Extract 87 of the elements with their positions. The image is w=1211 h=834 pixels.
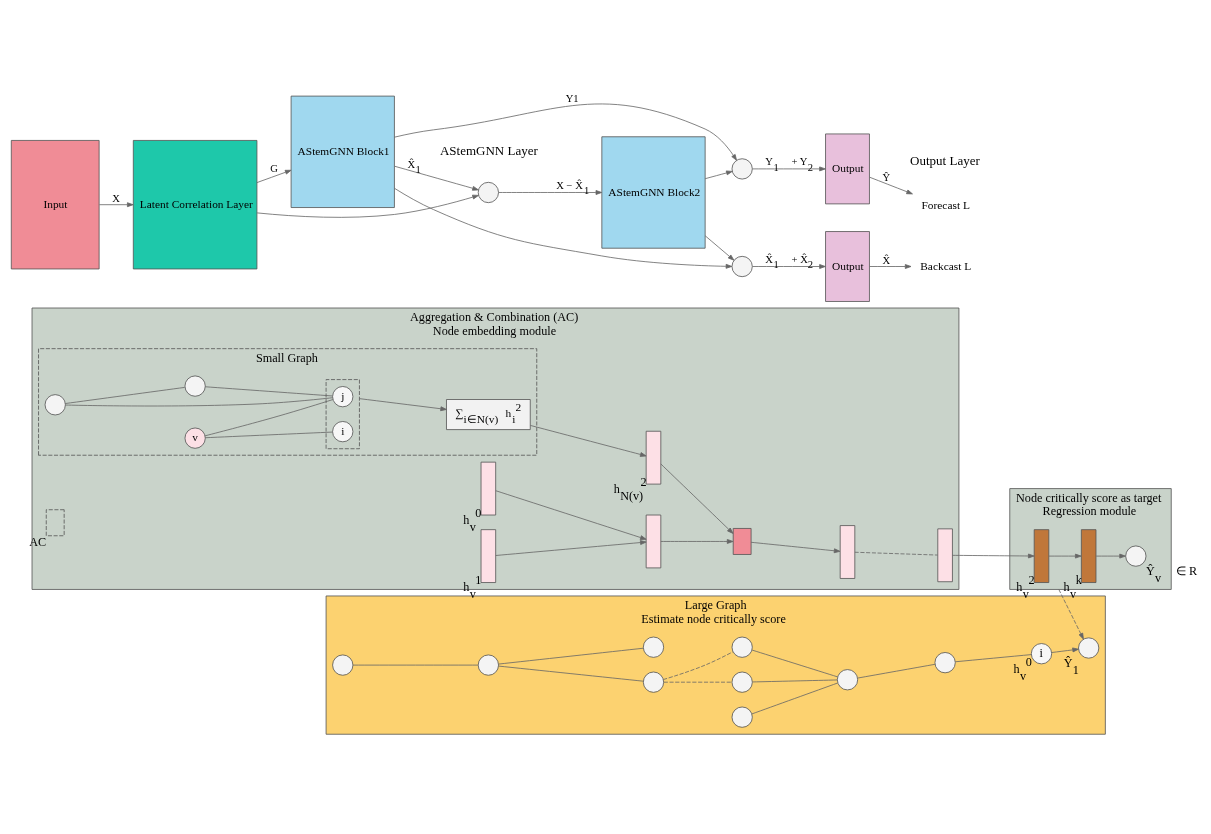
- arrow: [1051, 647, 1079, 653]
- node-bar: [937, 528, 953, 583]
- connector: [204, 399, 334, 437]
- node-circle: [836, 669, 859, 691]
- arrow: [256, 169, 292, 183]
- edge-label: X̂: [882, 254, 891, 266]
- edge-label: Ŷ: [882, 171, 891, 183]
- node-box: Output: [825, 133, 870, 205]
- node-circle: [731, 636, 753, 658]
- connector: [498, 647, 644, 665]
- node-box: [732, 528, 752, 555]
- arrow: [495, 540, 647, 556]
- arrow: [752, 264, 826, 269]
- node-box: Latent Correlation Layer: [132, 140, 258, 270]
- cluster: [325, 379, 360, 450]
- node-circle: [1125, 545, 1147, 567]
- arrow: [394, 187, 733, 269]
- arrow: [752, 166, 826, 172]
- node-circle: [642, 671, 665, 693]
- node-circle: [934, 652, 956, 674]
- node-circle: [731, 671, 753, 693]
- arrow: [704, 170, 733, 180]
- connector: [752, 679, 838, 683]
- label: AStemGNN Layer: [439, 142, 538, 158]
- node-box: [45, 509, 65, 537]
- node-text: Forecast L: [921, 199, 970, 212]
- connector: [663, 681, 733, 683]
- arrow: [359, 398, 447, 412]
- connector: [751, 649, 839, 678]
- node-circle: v: [184, 427, 206, 449]
- node-circle: j: [332, 386, 354, 408]
- arrow: [530, 425, 647, 457]
- arrow: [660, 539, 734, 544]
- node-bar: [1080, 529, 1097, 583]
- node-circle: [731, 706, 753, 728]
- node-circle: [1078, 637, 1100, 659]
- connector: [498, 665, 644, 682]
- node-bar: [480, 529, 497, 583]
- connector: [64, 387, 186, 404]
- arrow: [1095, 553, 1126, 559]
- node-bar: [645, 430, 662, 485]
- node-text: Backcast L: [920, 259, 972, 272]
- arrow: [869, 176, 913, 195]
- arrow: [952, 553, 1035, 559]
- connector: [663, 651, 734, 680]
- arrow: [1048, 553, 1082, 559]
- node-box: Input: [10, 140, 100, 270]
- node-box: AStemGNN Block1: [290, 95, 395, 208]
- node-bar: [1033, 529, 1050, 583]
- connector: [65, 397, 333, 407]
- node-circle: [332, 654, 354, 676]
- node-circle: [642, 636, 665, 658]
- connector: [204, 386, 333, 397]
- connector: [751, 682, 838, 715]
- arrow: [256, 194, 479, 218]
- connector: [352, 664, 479, 666]
- arrow: [394, 103, 737, 161]
- node-bar: [480, 461, 497, 516]
- arrow: [99, 202, 134, 208]
- node-circle: [184, 375, 206, 397]
- arrow: [1058, 589, 1084, 640]
- arrow: [750, 541, 841, 554]
- node-bar: [839, 525, 856, 579]
- node-box: AStemGNN Block2: [601, 136, 706, 249]
- connector: [204, 431, 333, 439]
- node-circle: [477, 654, 499, 676]
- connector: [954, 654, 1032, 663]
- node-bar: [645, 514, 662, 569]
- node-circle: [477, 181, 499, 204]
- node-circle: [731, 255, 753, 278]
- arrow: [704, 235, 735, 261]
- node-box: Output: [825, 231, 870, 302]
- arrow: [869, 264, 912, 269]
- node-circle: [44, 394, 66, 416]
- label: Output Layer: [910, 152, 980, 168]
- edge-label: G: [270, 163, 278, 175]
- edge-label: X: [112, 192, 120, 204]
- connector: [854, 551, 939, 556]
- arrow: [495, 490, 647, 540]
- node-circle: i: [332, 421, 354, 443]
- arrow: [394, 165, 479, 191]
- connector: [857, 663, 936, 679]
- arrow: [660, 463, 734, 534]
- node-circle: [731, 158, 753, 180]
- arrow: [498, 190, 603, 195]
- node-label: AC: [29, 534, 47, 549]
- edge-label: Y1: [565, 92, 579, 104]
